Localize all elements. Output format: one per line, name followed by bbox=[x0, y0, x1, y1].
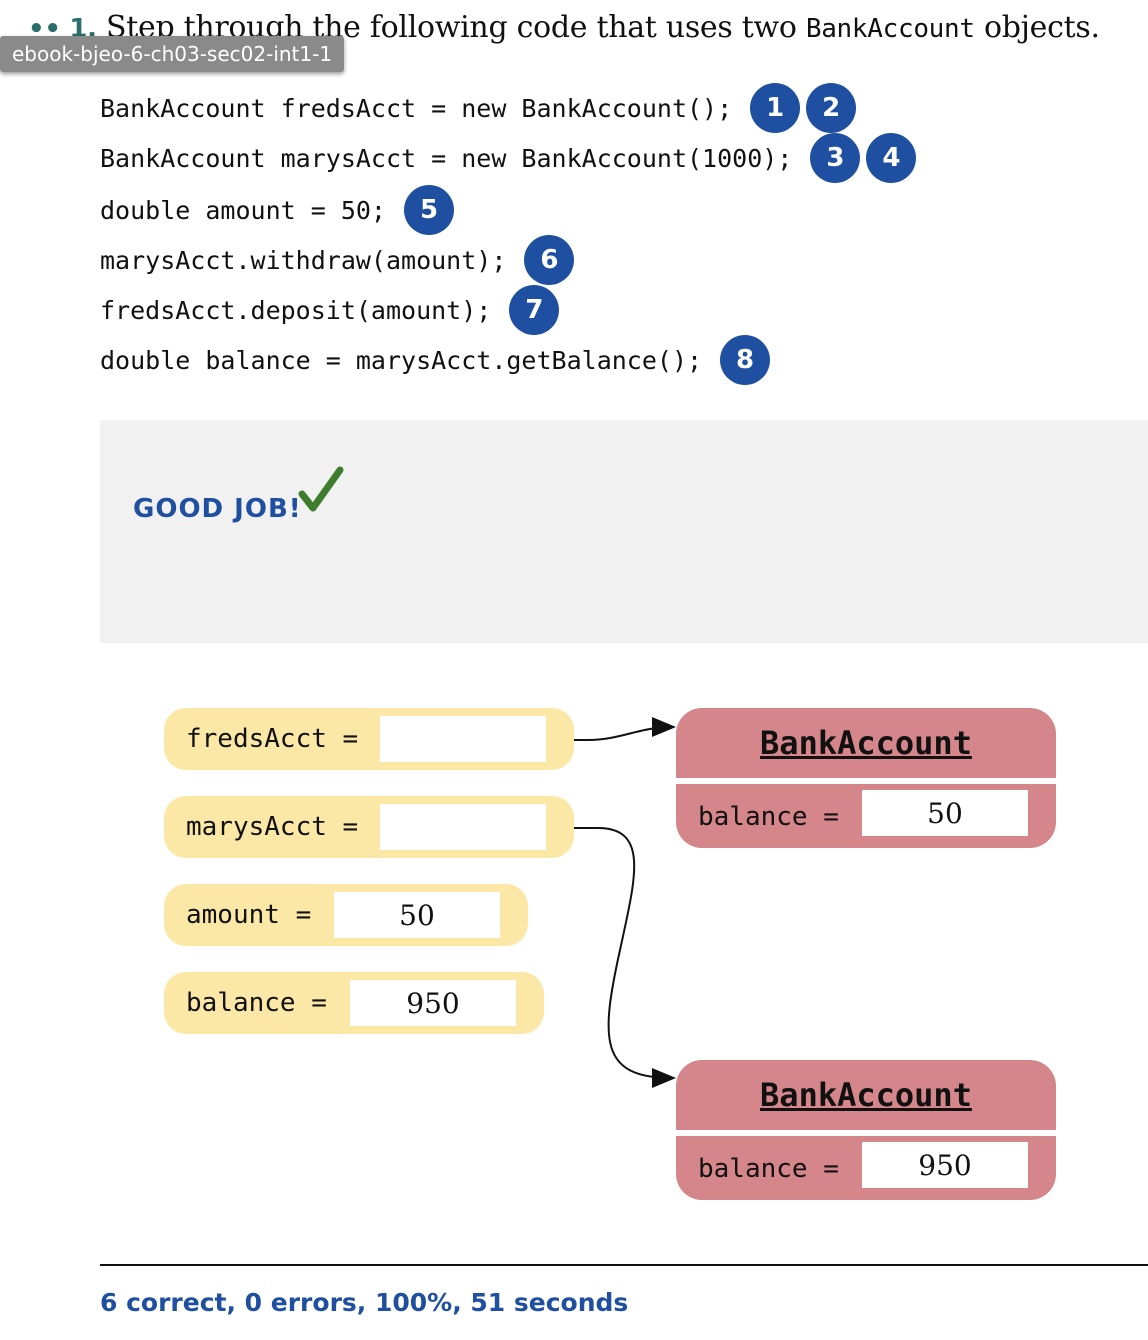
code-line-6: double balance = marysAcct.getBalance();… bbox=[100, 335, 771, 385]
variable-fredsacct: fredsAcct = bbox=[164, 708, 574, 770]
feedback-panel bbox=[100, 420, 1148, 643]
step-button-8[interactable]: 8 bbox=[720, 335, 771, 385]
code-line-1: BankAccount fredsAcct = new BankAccount(… bbox=[100, 83, 857, 133]
code-text: marysAcct.withdraw(amount); bbox=[100, 245, 507, 275]
bankaccount-object-1: BankAccount balance = 50 bbox=[676, 708, 1056, 848]
code-text: double amount = 50; bbox=[100, 195, 386, 225]
variable-amount: amount = 50 bbox=[164, 884, 528, 946]
object-divider bbox=[676, 1130, 1056, 1136]
object-class-name: BankAccount bbox=[760, 1076, 972, 1114]
step-button-5[interactable]: 5 bbox=[403, 185, 454, 235]
object-field-value[interactable]: 50 bbox=[862, 790, 1028, 836]
object-field-label: balance = bbox=[698, 1154, 839, 1184]
code-text: fredsAcct.deposit(amount); bbox=[100, 295, 492, 325]
variable-value-box[interactable]: 50 bbox=[334, 892, 500, 938]
variable-marysacct: marysAcct = bbox=[164, 796, 574, 858]
step-button-2[interactable]: 2 bbox=[806, 83, 857, 133]
variable-value-box[interactable] bbox=[380, 716, 546, 762]
question-code-word: BankAccount bbox=[805, 14, 975, 44]
variable-value-box[interactable]: 950 bbox=[350, 980, 516, 1026]
code-line-3: double amount = 50; 5 bbox=[100, 185, 454, 235]
fredsacct-arrow bbox=[464, 717, 676, 741]
bankaccount-object-2: BankAccount balance = 950 bbox=[676, 1060, 1056, 1200]
score-summary: 6 correct, 0 errors, 100%, 51 seconds bbox=[100, 1288, 629, 1317]
step-button-6[interactable]: 6 bbox=[524, 235, 575, 285]
code-text: BankAccount fredsAcct = new BankAccount(… bbox=[100, 93, 733, 123]
variable-value-box[interactable] bbox=[380, 804, 546, 850]
code-line-4: marysAcct.withdraw(amount); 6 bbox=[100, 235, 575, 285]
checkmark-icon bbox=[298, 466, 344, 512]
marysacct-arrow bbox=[464, 827, 676, 1088]
step-button-7[interactable]: 7 bbox=[509, 285, 560, 335]
element-id-tag: ebook-bjeo-6-ch03-sec02-int1-1 bbox=[0, 36, 345, 72]
object-field-value[interactable]: 950 bbox=[862, 1142, 1028, 1188]
object-divider bbox=[676, 778, 1056, 784]
variable-label: amount = bbox=[186, 900, 312, 930]
question-text-after: objects. bbox=[974, 10, 1100, 45]
variable-balance: balance = 950 bbox=[164, 972, 544, 1034]
variable-label: balance = bbox=[186, 988, 327, 1018]
variable-label: fredsAcct = bbox=[186, 724, 359, 754]
object-class-name: BankAccount bbox=[760, 724, 972, 762]
step-button-3[interactable]: 3 bbox=[810, 133, 861, 183]
step-button-4[interactable]: 4 bbox=[866, 133, 917, 183]
variable-label: marysAcct = bbox=[186, 812, 359, 842]
object-field-label: balance = bbox=[698, 802, 839, 832]
step-button-1[interactable]: 1 bbox=[750, 83, 801, 133]
code-text: BankAccount marysAcct = new BankAccount(… bbox=[100, 143, 793, 173]
code-text: double balance = marysAcct.getBalance(); bbox=[100, 345, 703, 375]
code-line-5: fredsAcct.deposit(amount); 7 bbox=[100, 285, 560, 335]
code-line-2: BankAccount marysAcct = new BankAccount(… bbox=[100, 133, 917, 183]
divider bbox=[100, 1264, 1148, 1266]
feedback-message: GOOD JOB! bbox=[133, 494, 302, 524]
